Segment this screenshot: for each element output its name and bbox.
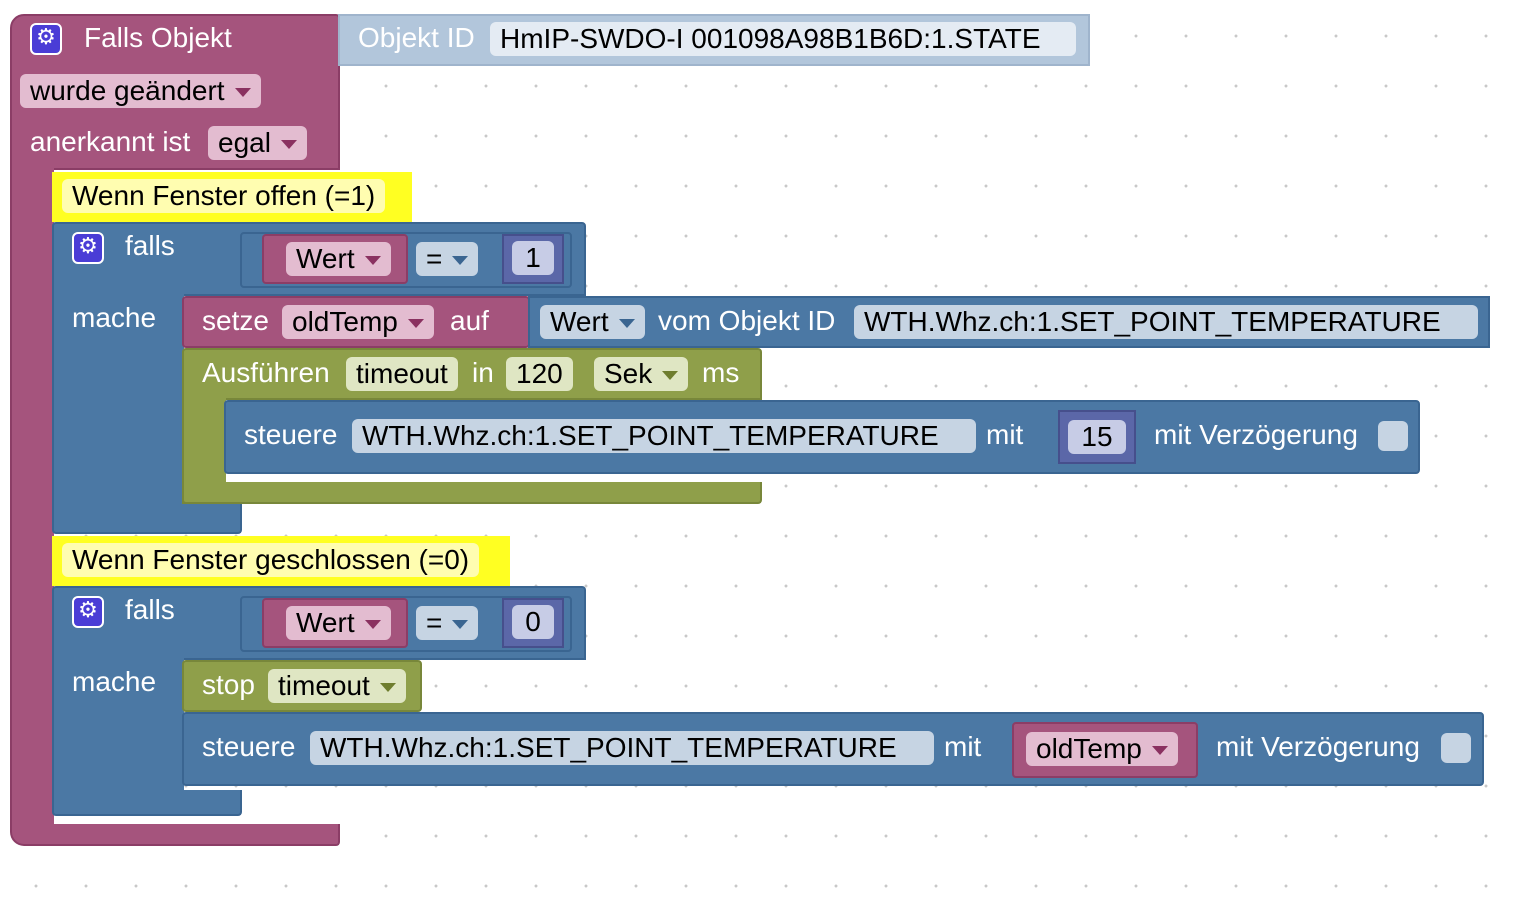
timeout-in-label: in [472,357,494,388]
operator-closed-text: = [426,607,443,638]
control-label-closed: steuere [202,731,296,762]
get-attr-text: Wert [550,306,609,337]
checkbox-icon[interactable] [1378,421,1408,451]
timeout-unit-text: Sek [604,358,653,389]
comment-window-open[interactable]: Wenn Fenster offen (=1) [52,172,412,222]
trigger-title: Falls Objekt [84,22,232,53]
do-label-closed: mache [72,666,157,697]
comment-window-closed[interactable]: Wenn Fenster geschlossen (=0) [52,536,510,586]
timeout-unit-dropdown[interactable]: Sek [594,357,689,391]
timeout-value-field[interactable]: 120 [506,357,573,391]
variable-dropdown-closed[interactable]: oldTemp [1026,732,1178,766]
timeout-ms-label: ms [702,357,740,388]
timeout-block-footer [182,482,762,504]
value-dropdown-closed-text: Wert [296,607,355,638]
number-block-closed[interactable]: 0 [502,598,564,648]
number-open-text: 1 [512,241,554,275]
get-attr-dropdown[interactable]: Wert [540,305,645,339]
comment-window-open-text: Wenn Fenster offen (=1) [62,179,386,213]
ack-label: anerkannt ist [30,126,191,157]
control-with-closed: mit [944,731,982,762]
timeout-label: Ausführen [202,357,330,388]
control-label-open: steuere [244,419,338,450]
number-block-open[interactable]: 1 [502,234,564,284]
control-number-open-text: 15 [1068,420,1126,454]
operator-dropdown-closed[interactable]: = [416,606,479,640]
value-dropdown-closed[interactable]: Wert [286,606,391,640]
if-block-closed-spine [52,654,184,804]
ack-value: egal [218,127,271,158]
if-label-closed: falls [125,594,175,625]
if-block-closed-footer [52,790,242,816]
object-id-label: Objekt ID [358,22,475,53]
stop-timeout-text: timeout [278,670,370,701]
stop-label: stop [202,669,255,700]
set-variable-dropdown[interactable]: oldTemp [282,305,434,339]
variable-closed-text: oldTemp [1036,733,1142,764]
control-with-open: mit [986,419,1024,450]
control-object-closed[interactable]: WTH.Whz.ch:1.SET_POINT_TEMPERATURE [310,731,934,765]
value-dropdown-open[interactable]: Wert [286,242,391,276]
if-block-open-spine [52,290,184,522]
set-variable-name: oldTemp [292,306,398,337]
trigger-block-spine [10,160,54,840]
gear-icon[interactable] [72,232,104,264]
operator-dropdown-open[interactable]: = [416,242,479,276]
do-label-open: mache [72,302,157,333]
control-object-open[interactable]: WTH.Whz.ch:1.SET_POINT_TEMPERATURE [352,419,976,453]
gear-icon[interactable] [72,596,104,628]
if-label-open: falls [125,230,175,261]
change-mode-dropdown[interactable]: wurde geändert [20,74,261,108]
stop-timeout-dropdown[interactable]: timeout [268,669,406,703]
control-number-open[interactable]: 15 [1058,410,1136,464]
operator-open-text: = [426,243,443,274]
change-mode-value: wurde geändert [30,75,225,106]
object-id-field[interactable]: HmIP-SWDO-I 001098A98B1B6D:1.STATE [490,22,1076,56]
checkbox-icon[interactable] [1441,733,1471,763]
timeout-name-field[interactable]: timeout [346,357,458,391]
comment-window-closed-text: Wenn Fenster geschlossen (=0) [62,543,480,577]
ack-dropdown[interactable]: egal [208,126,307,160]
delay-label-open: mit Verzögerung [1154,419,1358,450]
if-block-open-footer [52,504,242,534]
get-from-label: vom Objekt ID [658,305,836,336]
value-dropdown-open-text: Wert [296,243,355,274]
delay-label-closed: mit Verzögerung [1216,731,1420,762]
get-object-field[interactable]: WTH.Whz.ch:1.SET_POINT_TEMPERATURE [854,305,1478,339]
set-to-label: auf [450,305,489,336]
gear-icon[interactable] [30,23,62,55]
trigger-block-footer [10,824,340,846]
set-label: setze [202,305,269,336]
number-closed-text: 0 [512,605,554,639]
